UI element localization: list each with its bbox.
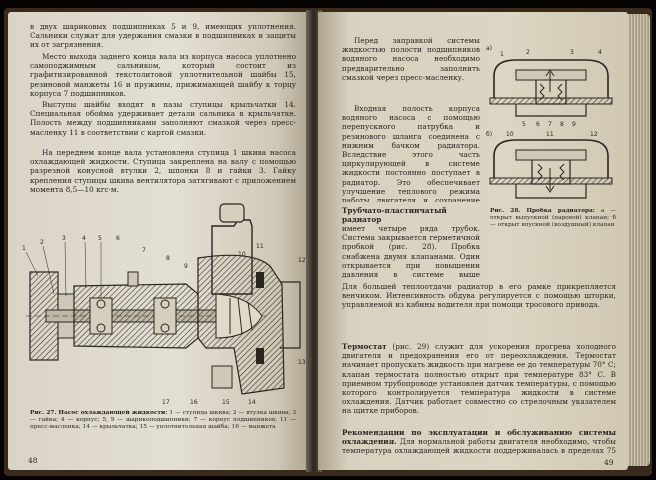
page-number-right: 49 bbox=[604, 458, 614, 467]
callout-9: 9 bbox=[184, 263, 188, 270]
page-edges bbox=[628, 14, 650, 466]
radiator-cap-drawing: а) б) 1 2 3 4 5 6 7 bbox=[486, 45, 613, 199]
right-caption-title: Рис. 28. Пробка радиатора: bbox=[490, 208, 595, 214]
cap-callout-11: 11 bbox=[546, 131, 554, 138]
callout-group: 1 2 3 4 5 6 7 8 9 10 11 12 13 14 15 bbox=[22, 235, 306, 406]
callout-15: 15 bbox=[222, 399, 230, 406]
right-para-4: Для большей теплоотдачи радиатор в его р… bbox=[342, 282, 616, 310]
callout-3: 3 bbox=[62, 235, 66, 242]
cap-callout-8: 8 bbox=[560, 121, 564, 128]
cap-callout-9: 9 bbox=[572, 121, 576, 128]
cap-callout-12: 12 bbox=[590, 131, 598, 138]
callout-1: 1 bbox=[22, 245, 26, 252]
callout-5: 5 bbox=[98, 235, 102, 242]
callout-6: 6 bbox=[116, 235, 120, 242]
cap-callout-7: 7 bbox=[548, 121, 552, 128]
left-para-4: На переднем конце вала установлена ступи… bbox=[30, 148, 296, 194]
heading-recommendations: Рекомендации по эксплуатации и обслужива… bbox=[342, 428, 616, 447]
callout-10: 10 bbox=[238, 251, 246, 258]
callout-14: 14 bbox=[248, 399, 256, 406]
left-figure-caption: Рис. 27. Насос охлаждающей жидкости: 1 —… bbox=[30, 410, 296, 454]
right-page: Перед заправкой системы жидкостью полост… bbox=[318, 12, 628, 470]
callout-4: 4 bbox=[82, 235, 86, 242]
right-figure-caption: Рис. 28. Пробка радиатора: а — открыт вы… bbox=[490, 208, 616, 272]
left-para-2: Место выхода заднего конца вала из корпу… bbox=[30, 52, 296, 98]
cap-callouts: 1 2 3 4 5 6 7 8 9 10 11 12 bbox=[500, 49, 602, 138]
right-para-3-start: имеет четыре ряда трубок. Система закрыв… bbox=[342, 224, 480, 280]
callout-16: 16 bbox=[190, 399, 198, 406]
left-page: в двух шариковых подшипниках 5 и 9, имею… bbox=[8, 12, 314, 470]
cap-callout-5: 5 bbox=[522, 121, 526, 128]
cap-callout-4: 4 bbox=[598, 49, 602, 56]
callout-8: 8 bbox=[166, 255, 170, 262]
left-para-3: Выступы шайбы входят в пазы ступицы крыл… bbox=[30, 100, 296, 137]
right-para-6: Для нормальной работы двигателя необходи… bbox=[342, 437, 616, 456]
cap-callout-2: 2 bbox=[526, 49, 530, 56]
left-caption-body: 1 — ступица шкива; 2 — втулка шкива; 3 —… bbox=[30, 410, 296, 431]
callout-13: 13 bbox=[298, 359, 306, 366]
callout-17: 17 bbox=[162, 399, 170, 406]
right-caption-body: а — открыт выпускной (паровой) клапан; б… bbox=[490, 208, 616, 229]
callout-11: 11 bbox=[256, 243, 264, 250]
cap-callout-3: 3 bbox=[570, 49, 574, 56]
callout-7: 7 bbox=[142, 247, 146, 254]
recommendations-paragraph: Рекомендации по эксплуатации и обслужива… bbox=[342, 428, 616, 456]
callout-2: 2 bbox=[40, 239, 44, 246]
diagram-a-label: а) bbox=[486, 45, 492, 52]
thermostat-paragraph: Термостат (рис. 29) служит для ускорения… bbox=[342, 342, 616, 426]
heading-radiator: Трубчато-пластинчатый радиатор bbox=[342, 206, 447, 224]
water-pump-drawing: 1 2 3 4 5 6 7 8 9 10 11 12 13 14 15 bbox=[22, 203, 306, 406]
right-para-1: Перед заправкой системы жидкостью полост… bbox=[342, 36, 480, 82]
heading-thermostat: Термостат bbox=[342, 342, 387, 351]
cap-callout-1: 1 bbox=[500, 51, 504, 58]
diagram-b-label: б) bbox=[486, 131, 492, 138]
left-para-1: в двух шариковых подшипниках 5 и 9, имею… bbox=[30, 22, 296, 50]
left-caption-title: Рис. 27. Насос охлаждающей жидкости: bbox=[30, 410, 168, 416]
right-para-2: Входная полость корпуса водяного насоса … bbox=[342, 104, 480, 202]
cap-callout-6: 6 bbox=[536, 121, 540, 128]
page-number-left: 48 bbox=[28, 456, 38, 465]
cap-callout-10: 10 bbox=[506, 131, 514, 138]
right-para-5: (рис. 29) служит для ускорения прогрева … bbox=[342, 342, 616, 416]
callout-12: 12 bbox=[298, 257, 306, 264]
